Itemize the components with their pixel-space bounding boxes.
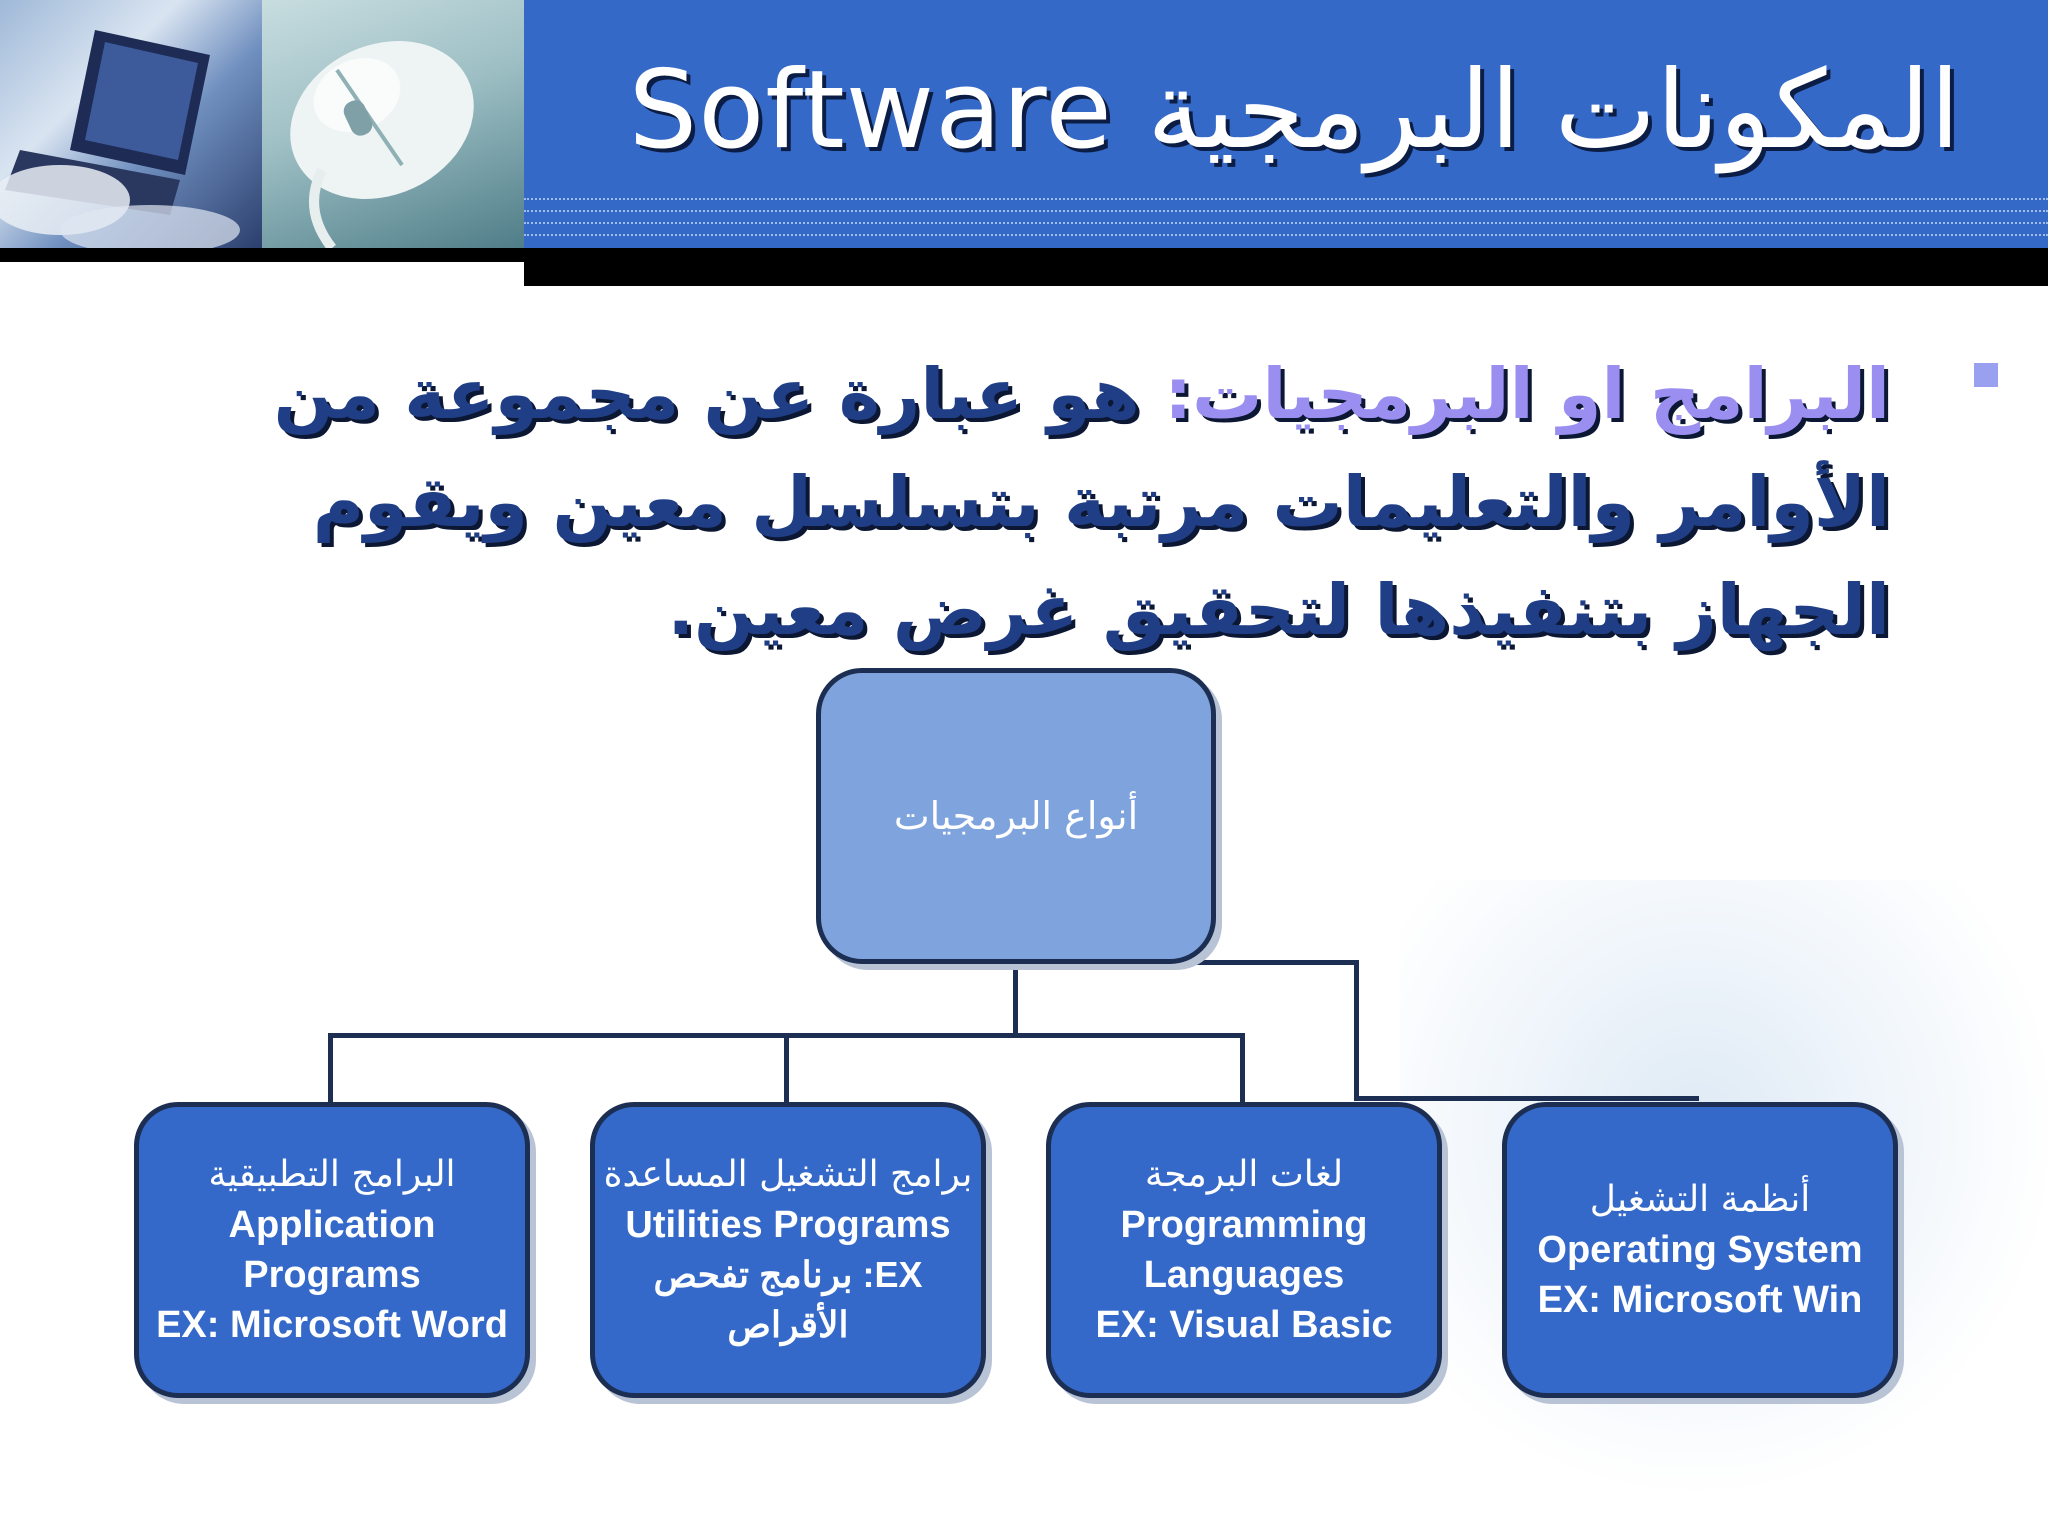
header-band (524, 0, 2048, 248)
header-dotted-line (524, 210, 2048, 212)
connector-line (1013, 960, 1359, 965)
header-dotted-line (524, 198, 2048, 200)
definition-text: هو عبارة عن مجموعة من الأوامر والتعليمات… (273, 353, 1890, 651)
definition-term: البرامج او البرمجيات: (1164, 353, 1890, 435)
node-label-line: Programming (1120, 1204, 1368, 1246)
node-arabic-label: لغات البرمجة (1144, 1154, 1344, 1195)
node-label-line: Operating System (1537, 1229, 1863, 1271)
node-example: EX: برنامج تفحص الأقراص (653, 1254, 923, 1345)
connector-line (784, 1033, 789, 1105)
header-black-bar (524, 248, 2048, 286)
root-node-label: أنواع البرمجيات (893, 794, 1139, 838)
connector-line (1354, 960, 1359, 1100)
node-example: EX: Visual Basic (1095, 1304, 1393, 1346)
connector-line (1240, 1033, 1245, 1105)
mouse-photo (262, 0, 524, 248)
definition-paragraph: البرامج او البرمجيات: هو عبارة عن مجموعة… (90, 340, 1890, 664)
node-label-line: Application (228, 1204, 436, 1246)
node-label-line: Languages (1143, 1254, 1345, 1296)
node-example: EX: Microsoft Win (1537, 1279, 1863, 1321)
node-label-line: Programs (243, 1254, 421, 1296)
header-dotted-line (524, 222, 2048, 224)
node-application-programs: البرامج التطبيقية Application Programs E… (134, 1102, 530, 1398)
connector-line (1013, 964, 1018, 1036)
connector-line (328, 1033, 333, 1105)
root-node: أنواع البرمجيات (816, 668, 1216, 964)
bullet-icon (1974, 363, 1998, 387)
node-operating-systems: أنظمة التشغيل Operating System EX: Micro… (1502, 1102, 1898, 1398)
node-utilities-programs: برامج التشغيل المساعدة Utilities Program… (590, 1102, 986, 1398)
node-arabic-label: برامج التشغيل المساعدة (603, 1154, 973, 1195)
node-example: EX: Microsoft Word (156, 1304, 508, 1346)
node-programming-languages: لغات البرمجة Programming Languages EX: V… (1046, 1102, 1442, 1398)
node-arabic-label: البرامج التطبيقية (208, 1154, 456, 1195)
laptop-photo (0, 0, 262, 248)
node-arabic-label: أنظمة التشغيل (1589, 1179, 1811, 1220)
header-dotted-line (524, 234, 2048, 236)
slide-title: المكونات البرمجية Software (628, 48, 1960, 173)
connector-line (1354, 1096, 1699, 1101)
node-label-line: Utilities Programs (625, 1204, 951, 1246)
header-black-line (0, 248, 524, 262)
